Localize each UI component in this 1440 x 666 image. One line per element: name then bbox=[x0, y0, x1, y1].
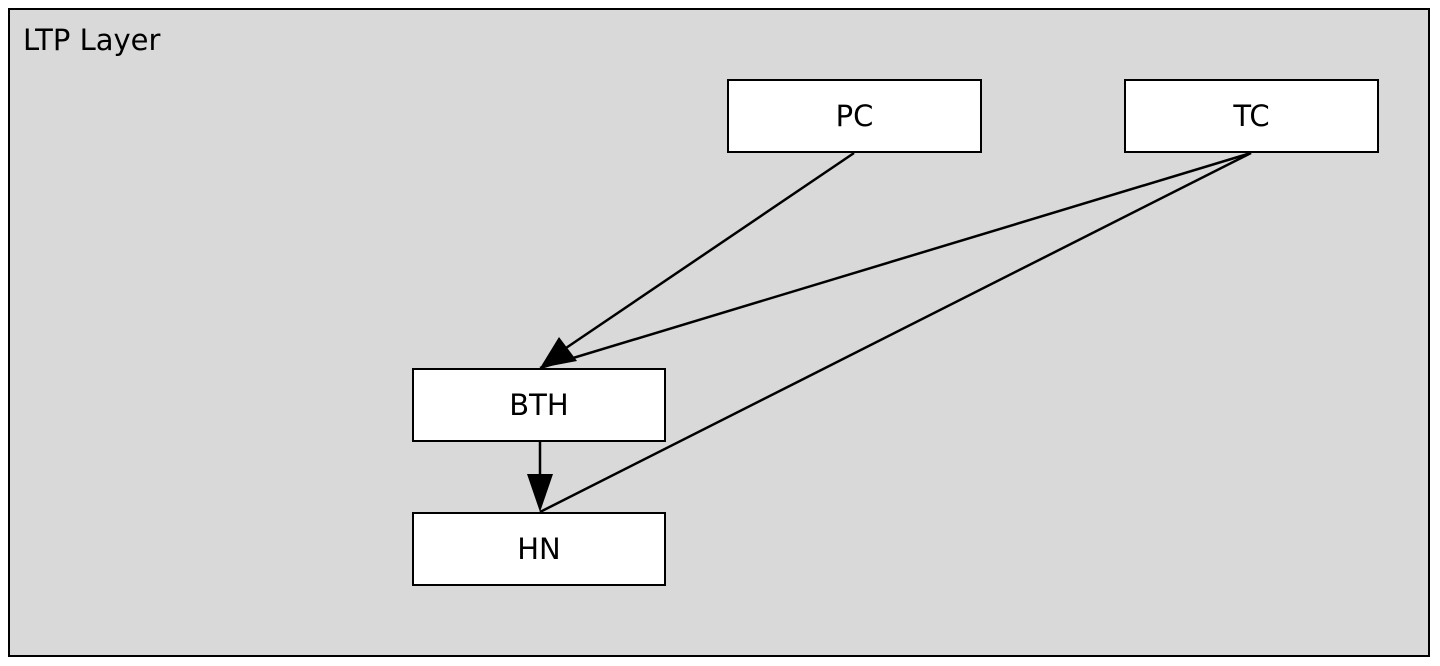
node-bth: BTH bbox=[412, 368, 666, 442]
layer-title: LTP Layer bbox=[23, 23, 161, 57]
node-pc: PC bbox=[727, 79, 982, 153]
node-hn: HN bbox=[412, 512, 666, 586]
node-tc: TC bbox=[1124, 79, 1379, 153]
